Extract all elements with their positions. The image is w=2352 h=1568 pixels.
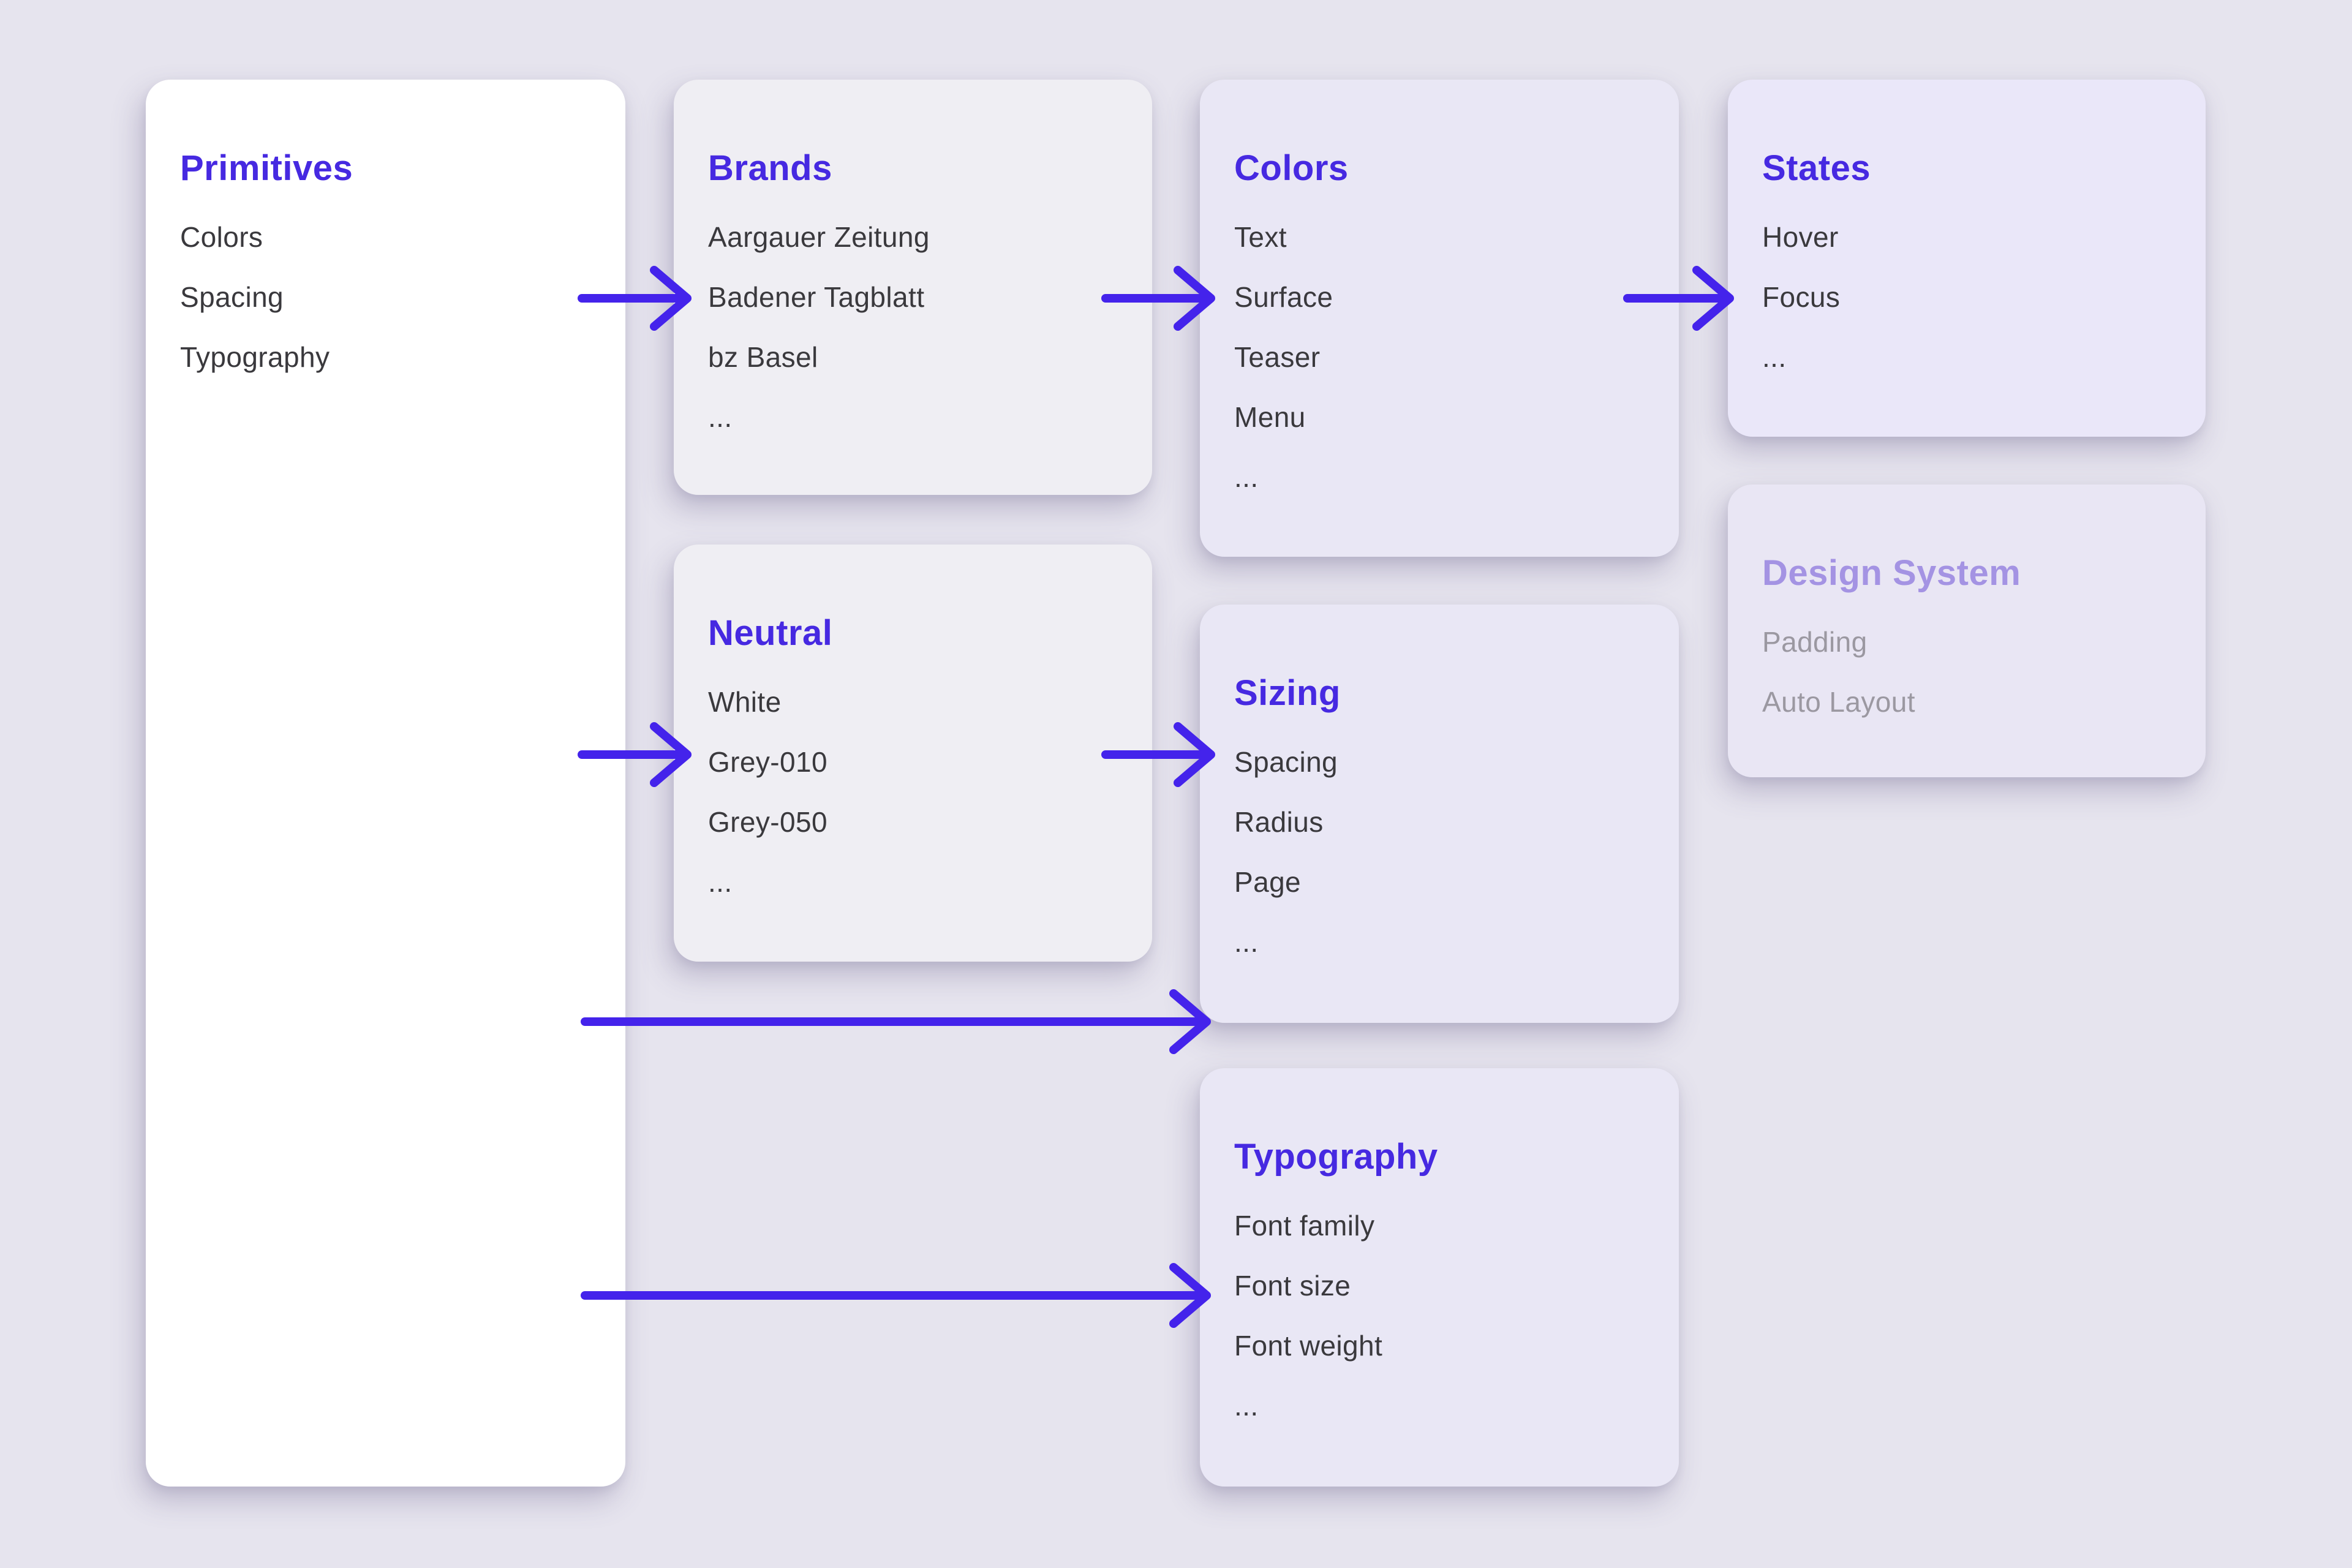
card-item: Surface xyxy=(1234,281,1333,313)
card-item: Font size xyxy=(1234,1270,1351,1302)
card-item: ... xyxy=(1234,461,1259,493)
card-title-typography: Typography xyxy=(1234,1137,1438,1177)
card-title-brands: Brands xyxy=(708,148,832,188)
connection-arrow-primitives-to-sizing xyxy=(581,989,1211,1054)
card-title-design-system: Design System xyxy=(1762,553,2021,593)
card-item: Auto Layout xyxy=(1762,686,1915,718)
card-title-sizing: Sizing xyxy=(1234,673,1341,713)
card-item: Hover xyxy=(1762,221,1839,253)
card-item: Colors xyxy=(180,221,263,253)
card-item: Badener Tagblatt xyxy=(708,281,925,313)
card-item: Aargauer Zeitung xyxy=(708,221,930,253)
card-item: Font weight xyxy=(1234,1330,1383,1362)
card-item: ... xyxy=(1234,926,1259,958)
card-item: Radius xyxy=(1234,806,1324,838)
card-title-neutral: Neutral xyxy=(708,613,833,653)
card-item: White xyxy=(708,686,782,718)
card-title-colors: Colors xyxy=(1234,148,1349,188)
card-item: Focus xyxy=(1762,281,1841,313)
card-item: Text xyxy=(1234,221,1287,253)
card-item: Padding xyxy=(1762,626,1868,658)
card-item: Typography xyxy=(180,341,330,373)
card-item: Teaser xyxy=(1234,341,1321,373)
card-title-primitives: Primitives xyxy=(180,148,353,188)
card-item: bz Basel xyxy=(708,341,818,373)
card-item: Spacing xyxy=(180,281,284,313)
card-item: Font family xyxy=(1234,1210,1375,1242)
card-item: Spacing xyxy=(1234,746,1338,778)
card-item: Grey-050 xyxy=(708,806,827,838)
card-title-states: States xyxy=(1762,148,1871,188)
card-item: ... xyxy=(1762,341,1787,373)
card-item: ... xyxy=(708,866,733,898)
connection-arrow-primitives-to-typography xyxy=(581,1263,1211,1328)
card-item: ... xyxy=(708,401,733,433)
card-item: Menu xyxy=(1234,401,1306,433)
card-item: Grey-010 xyxy=(708,746,827,778)
card-item: ... xyxy=(1234,1390,1259,1422)
card-item: Page xyxy=(1234,866,1302,898)
